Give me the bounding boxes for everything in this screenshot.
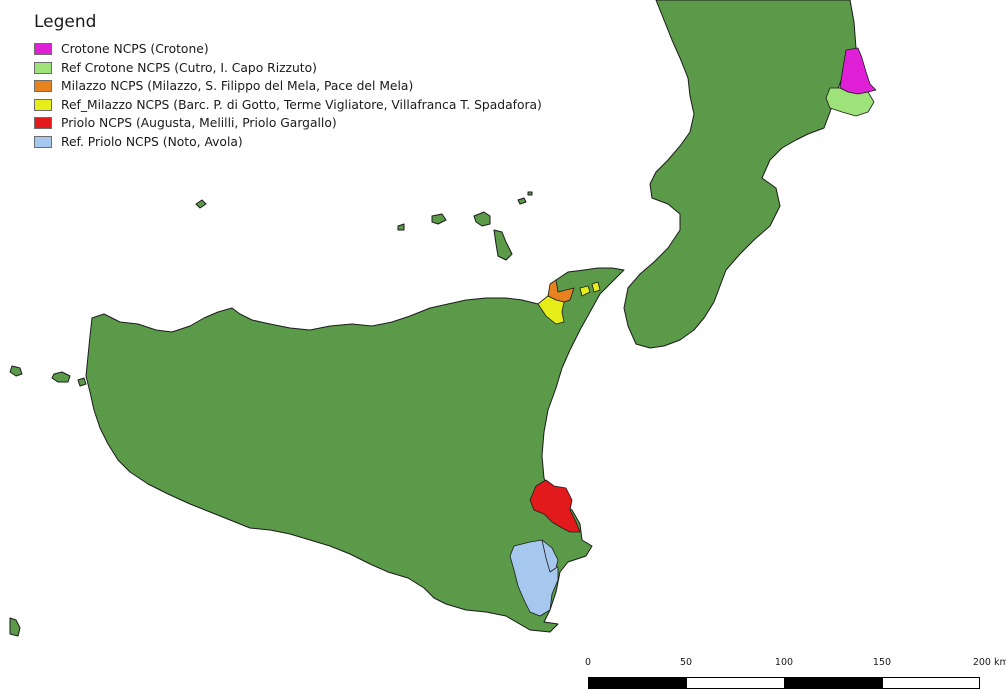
island-salina [473,211,491,227]
legend-item: Milazzo NCPS (Milazzo, S. Filippo del Me… [34,77,542,96]
region-ref-milazzo-villafranca [579,285,591,297]
region-ref-crotone [825,87,875,117]
legend-label: Ref_Milazzo NCPS (Barc. P. di Gotto, Ter… [61,97,542,112]
island-pantelleria [9,617,21,637]
scale-tick-label: 50 [679,657,693,668]
island-filicudi [431,213,447,225]
island-favignana [51,371,71,383]
region-ref-priolo-avola [541,539,559,573]
region-crotone [839,47,877,95]
legend-item: Priolo NCPS (Augusta, Melilli, Priolo Ga… [34,114,542,133]
scale-segment [686,677,785,689]
island-lipari [493,229,513,261]
island-marettimo [9,365,23,377]
island-levanzo [77,377,87,387]
scale-tick-label: 200 km [972,657,1006,668]
legend-item: Ref_Milazzo NCPS (Barc. P. di Gotto, Ter… [34,96,542,115]
legend-title: Legend [34,12,97,32]
legend-label: Ref. Priolo NCPS (Noto, Avola) [61,134,243,149]
legend-item: Crotone NCPS (Crotone) [34,40,542,59]
legend-item: Ref. Priolo NCPS (Noto, Avola) [34,133,542,152]
legend-items: Crotone NCPS (Crotone) Ref Crotone NCPS (… [34,40,542,151]
legend-label: Milazzo NCPS (Milazzo, S. Filippo del Me… [61,79,414,94]
legend-swatch [34,135,52,148]
legend-label: Ref Crotone NCPS (Cutro, I. Capo Rizzuto… [61,60,317,75]
island-ustica [195,199,207,209]
island-panarea [527,191,533,196]
legend-label: Crotone NCPS (Crotone) [61,42,209,57]
island-alicudi [397,223,405,231]
legend-swatch [34,61,52,74]
region-priolo [529,479,581,533]
scale-segment [784,677,883,689]
legend-label: Priolo NCPS (Augusta, Melilli, Priolo Ga… [61,116,337,131]
legend-item: Ref Crotone NCPS (Cutro, I. Capo Rizzuto… [34,59,542,78]
legend-swatch [34,80,52,93]
scale-segment [588,677,687,689]
calabria-landmass [623,0,857,349]
region-ref-milazzo [537,295,565,325]
scale-tick-label: 100 [774,657,794,668]
scale-bar: 0 50 100 150 200 km [584,657,1006,689]
scale-tick-label: 150 [872,657,892,668]
scale-tick-label: 0 [584,657,592,668]
legend: Legend Crotone NCPS (Crotone) Ref Crotone… [34,12,542,151]
region-ref-milazzo-terme [591,281,601,293]
legend-swatch [34,117,52,130]
legend-swatch [34,43,52,56]
island-stromboli [517,197,527,205]
scale-segment [882,677,980,689]
legend-swatch [34,98,52,111]
